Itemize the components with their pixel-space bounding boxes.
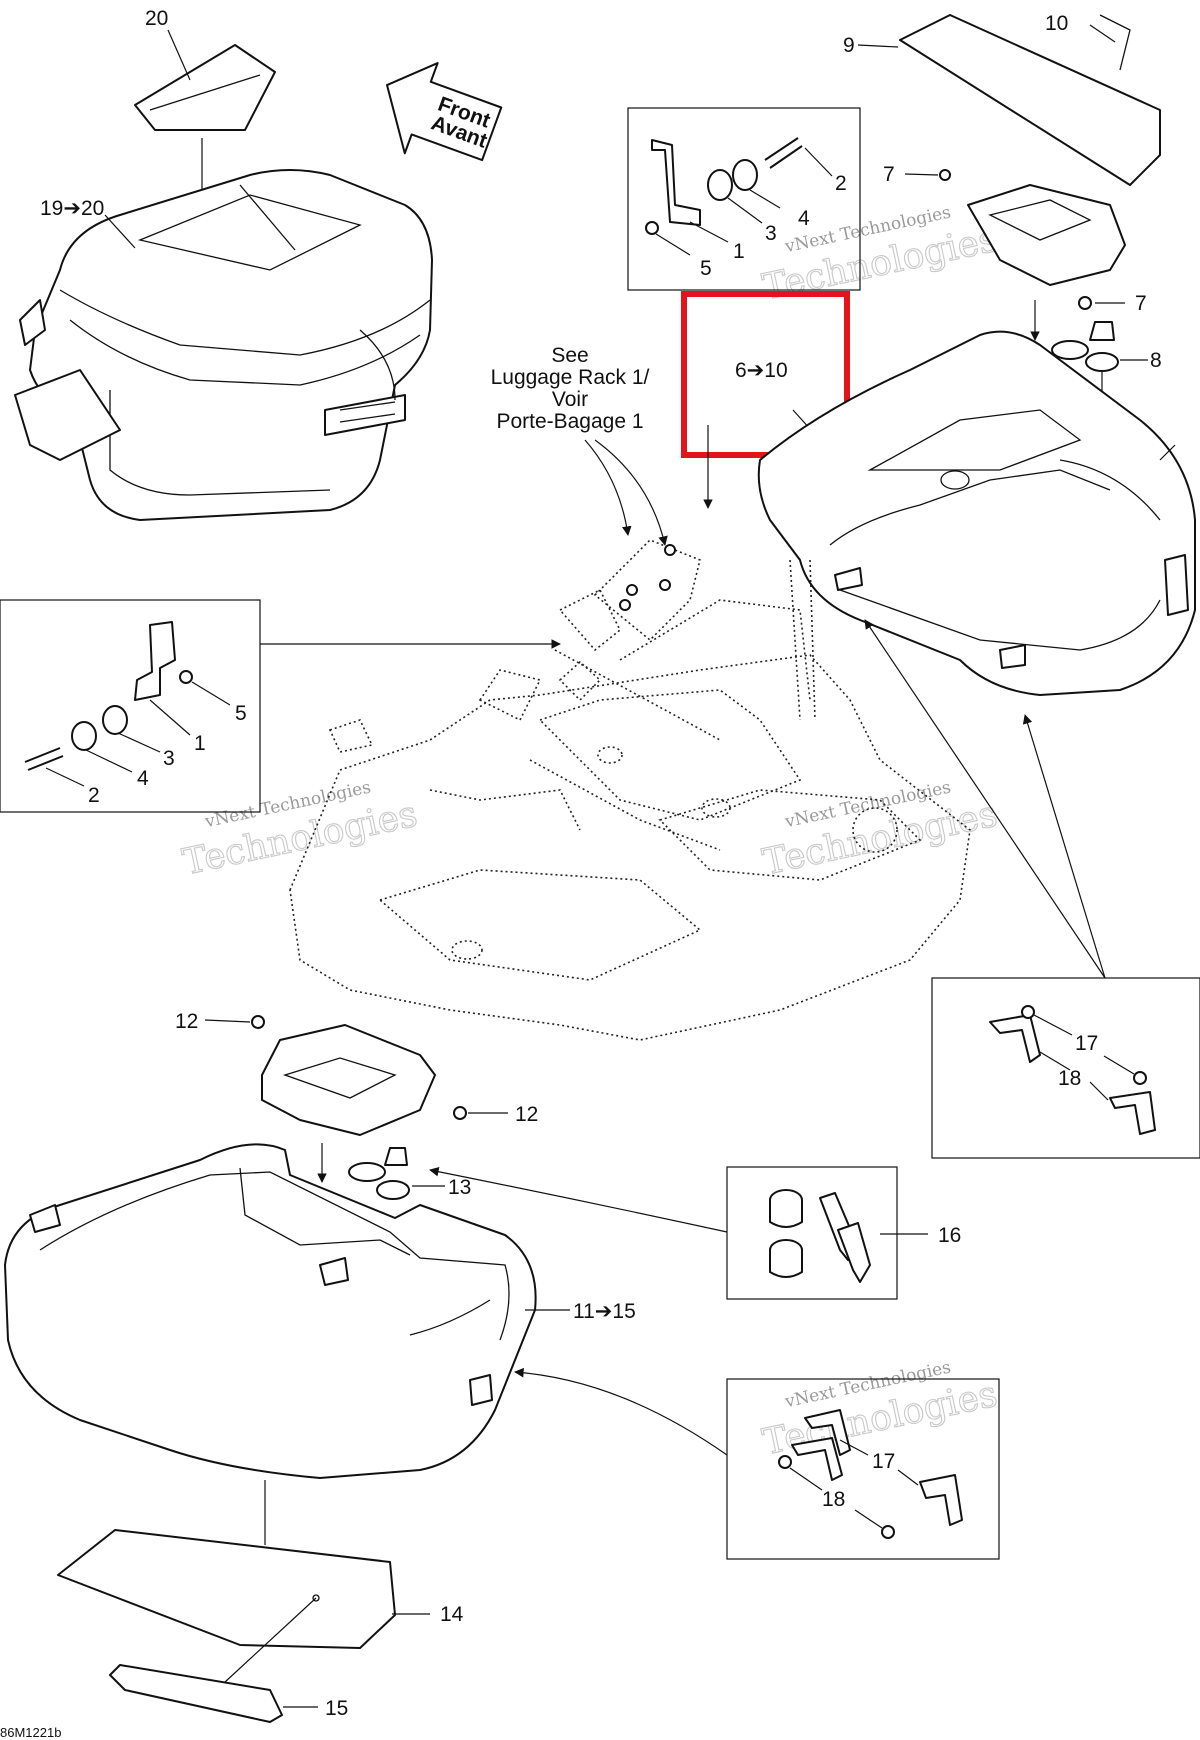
part-9-lid-pad: 9 10 bbox=[843, 12, 1161, 186]
callout-11-15: 11➔15 bbox=[573, 1300, 636, 1323]
callout-19-20: 19➔20 bbox=[40, 197, 104, 220]
callout-2b: 2 bbox=[88, 784, 100, 807]
detail-box-latch-lower: 17 18 bbox=[514, 1367, 1000, 1560]
callout-3b: 3 bbox=[163, 747, 175, 770]
callout-2a: 2 bbox=[835, 172, 847, 195]
part-20-lid-pad: 20 bbox=[134, 7, 276, 201]
note-see: See bbox=[551, 344, 588, 367]
left-saddlebag: 11➔15 bbox=[4, 1143, 636, 1545]
drawing-code: 86M1221b bbox=[0, 1725, 61, 1740]
callout-4b: 4 bbox=[137, 767, 149, 790]
right-saddlebag bbox=[757, 330, 1196, 696]
callout-5b: 5 bbox=[235, 702, 247, 725]
note-luggage-rack: Luggage Rack 1/ bbox=[491, 366, 650, 389]
callout-6-10: 6➔10 bbox=[735, 359, 788, 382]
note-porte-bagage: Porte-Bagage 1 bbox=[496, 410, 643, 433]
part-12-bracket-left: 12 12 bbox=[175, 1010, 538, 1183]
part-13-lock-cylinder: 13 bbox=[348, 1147, 471, 1200]
callout-7a: 7 bbox=[883, 163, 895, 186]
callout-5a: 5 bbox=[700, 257, 712, 280]
callout-1a: 1 bbox=[733, 240, 745, 263]
front-direction-arrow: Front Avant bbox=[386, 62, 503, 162]
detail-box-latch-right: 17 18 bbox=[864, 619, 1200, 1159]
part-7-bracket-right: 7 7 bbox=[883, 163, 1147, 341]
callout-16: 16 bbox=[938, 1224, 961, 1247]
callout-9: 9 bbox=[843, 34, 855, 57]
callout-12a: 12 bbox=[175, 1010, 198, 1033]
callout-10: 10 bbox=[1045, 12, 1068, 35]
detail-box-hardware-left: 5 1 3 4 2 bbox=[0, 599, 561, 813]
callout-15: 15 bbox=[325, 1697, 348, 1720]
callout-8: 8 bbox=[1150, 349, 1162, 372]
callout-13: 13 bbox=[448, 1176, 471, 1199]
part-14-lid-pad: 14 bbox=[57, 1529, 464, 1683]
note-voir: Voir bbox=[552, 388, 588, 411]
callout-18b: 18 bbox=[822, 1488, 845, 1511]
callout-20: 20 bbox=[145, 7, 168, 30]
callout-3a: 3 bbox=[765, 222, 777, 245]
detail-box-hardware-top: 2 4 3 1 5 bbox=[627, 107, 861, 291]
part-15-strip: 15 bbox=[109, 1664, 348, 1723]
see-luggage-rack-note: See Luggage Rack 1/ Voir Porte-Bagage 1 bbox=[491, 344, 668, 546]
callout-7b: 7 bbox=[1135, 292, 1147, 315]
callout-4a: 4 bbox=[798, 207, 810, 230]
callout-12b: 12 bbox=[515, 1103, 538, 1126]
top-case-assembly: 19➔20 bbox=[14, 169, 433, 521]
luggage-rack-reference bbox=[289, 425, 971, 1041]
callout-17b: 17 bbox=[872, 1450, 895, 1473]
part-8-lock-cylinder: 8 bbox=[1051, 321, 1162, 398]
callout-17a: 17 bbox=[1075, 1032, 1098, 1055]
detail-box-keys-16: 16 bbox=[429, 1166, 961, 1300]
callout-18a: 18 bbox=[1058, 1067, 1081, 1090]
callout-1b: 1 bbox=[194, 732, 206, 755]
callout-14: 14 bbox=[440, 1603, 464, 1626]
